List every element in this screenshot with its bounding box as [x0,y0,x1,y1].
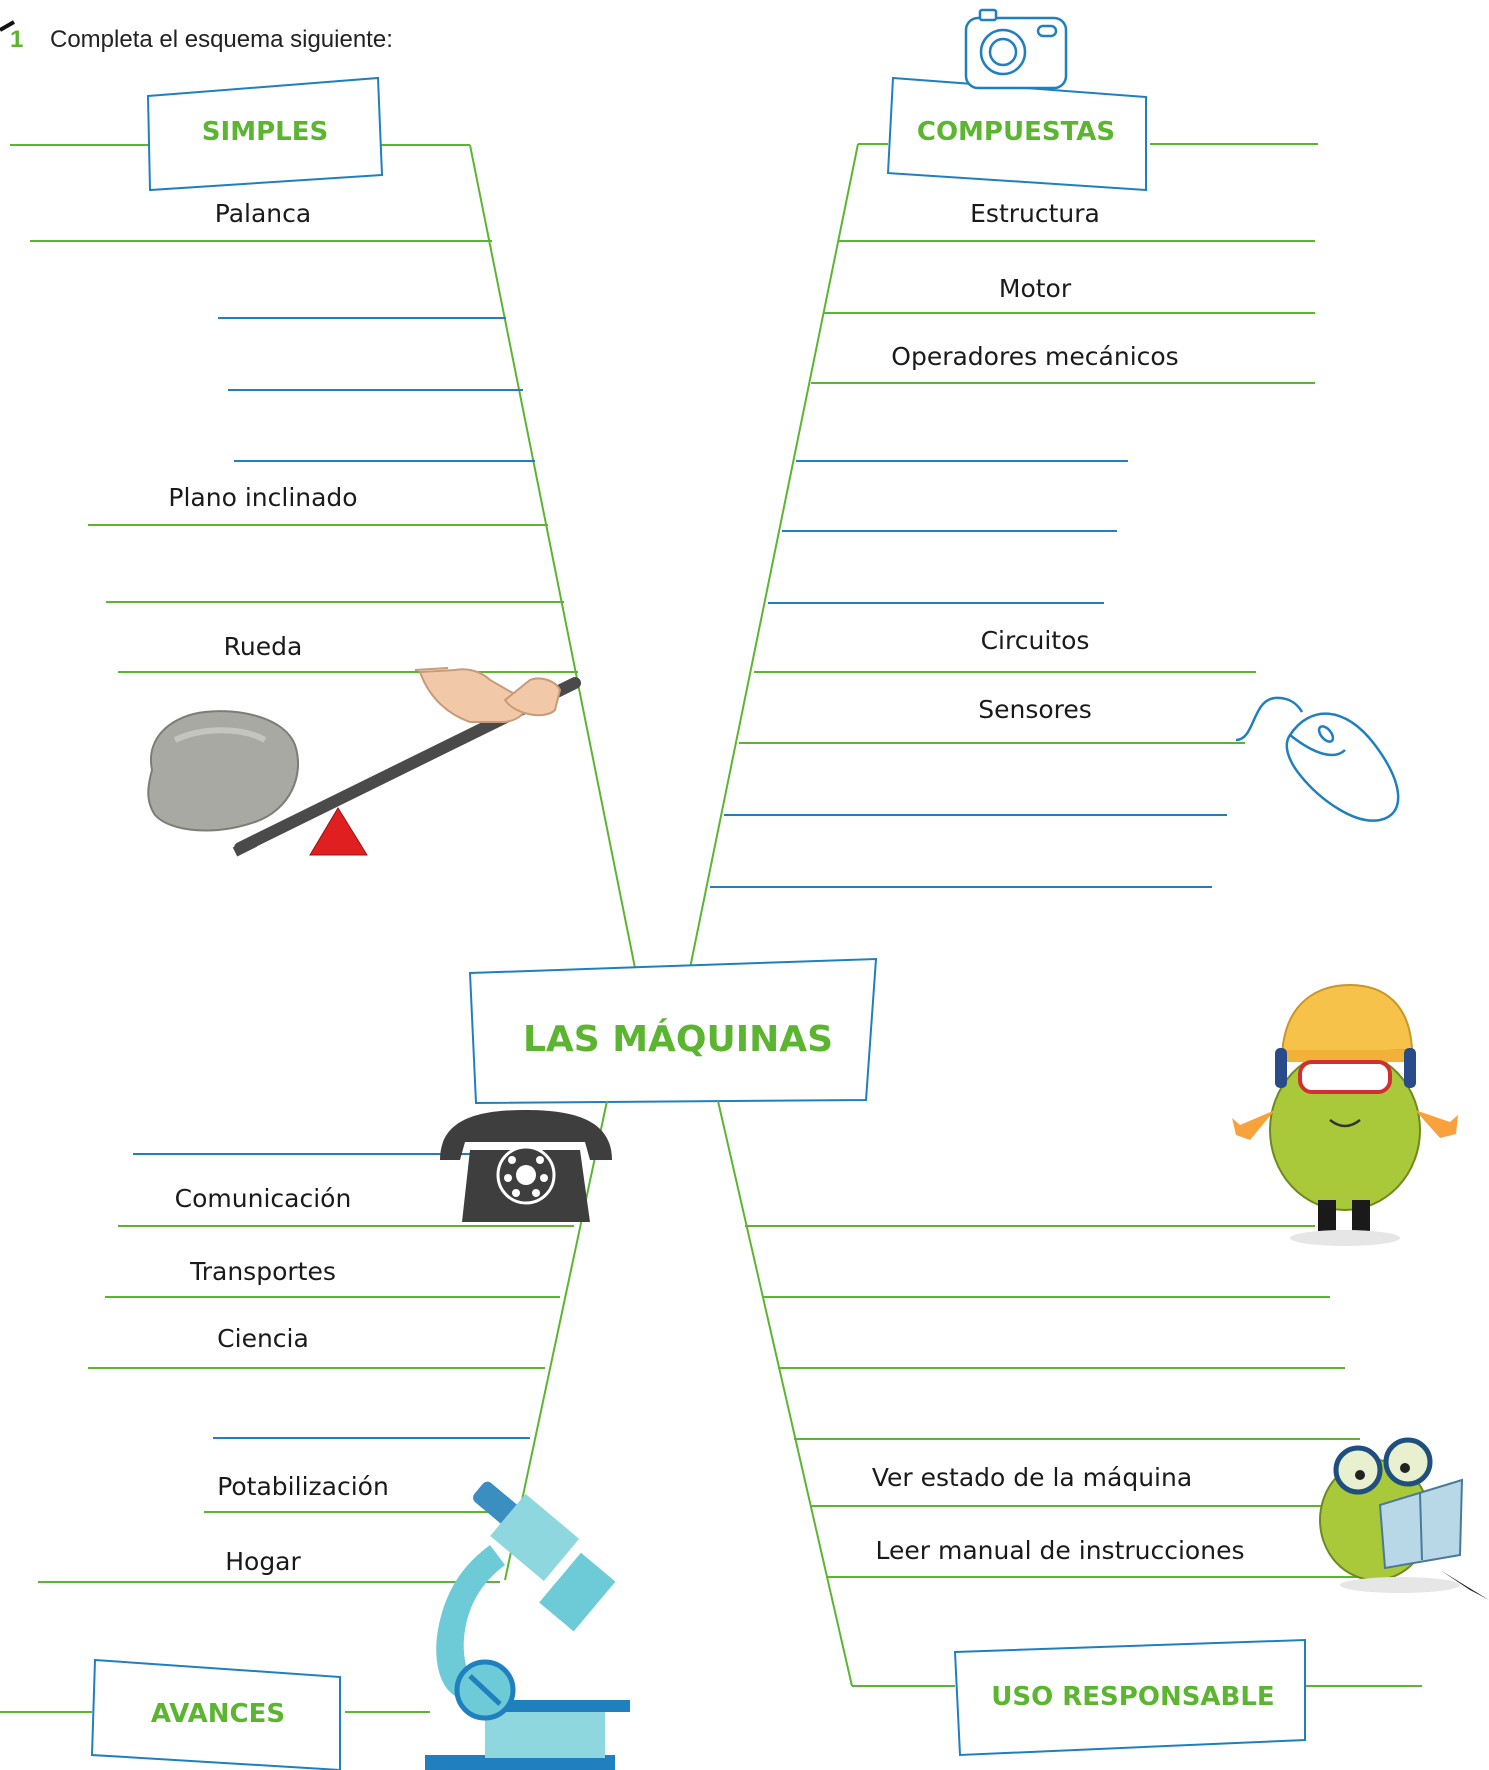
compuestas-item-circuitos: Circuitos [981,626,1090,655]
simples-title: SIMPLES [202,117,328,147]
simples-item-rueda: Rueda [224,632,303,661]
simples-spine [469,144,636,969]
camera-icon [964,8,1068,90]
compuestas-item-motor: Motor [999,274,1072,303]
avances-branch: AVANCES Comunicación Transportes Ciencia… [0,1100,608,1770]
avances-item-comunicacion: Comunicación [175,1184,352,1213]
simples-title-box [146,76,384,192]
reading-mascot [1319,1437,1489,1600]
microscope-icon [425,1481,630,1770]
compuestas-item-operadores: Operadores mecánicos [891,342,1178,371]
avances-item-transportes: Transportes [189,1257,336,1286]
uso-title: USO RESPONSABLE [991,1682,1274,1712]
simples-item-palanca: Palanca [215,199,311,228]
exercise-number: 1 [10,26,23,53]
compuestas-title-box [886,76,1147,192]
avances-title-box [90,1658,341,1770]
uso-item-ver-estado: Ver estado de la máquina [872,1463,1192,1492]
compuestas-branch: COMPUESTAS Estructura Motor Operadores m… [689,76,1318,969]
avances-item-hogar: Hogar [225,1547,301,1576]
compuestas-title: COMPUESTAS [917,117,1115,147]
telephone-icon [440,1110,612,1222]
compuestas-spine [689,143,859,969]
uso-responsable-branch: USO RESPONSABLE Ver estado de la máquina… [717,1100,1422,1757]
uso-title-box [953,1638,1306,1757]
lever-rock-illustration [147,667,581,857]
worker-mascot [1232,983,1458,1246]
uso-item-leer-manual: Leer manual de instrucciones [876,1536,1245,1565]
center-title: LAS MÁQUINAS [523,1018,833,1060]
avances-item-potabilizacion: Potabilización [217,1472,389,1501]
mouse-icon [1235,696,1400,822]
avances-title: AVANCES [151,1699,285,1729]
simples-branch: SIMPLES Palanca Plano inclinado Rueda [10,76,636,969]
corner-mark [0,20,15,32]
avances-item-ciencia: Ciencia [217,1324,309,1353]
uso-spine [717,1100,853,1687]
center-title-box [468,957,878,1105]
compuestas-item-estructura: Estructura [970,199,1100,228]
exercise-instruction: Completa el esquema siguiente: [50,26,393,53]
compuestas-item-sensores: Sensores [978,695,1092,724]
simples-item-plano-inclinado: Plano inclinado [168,483,357,512]
